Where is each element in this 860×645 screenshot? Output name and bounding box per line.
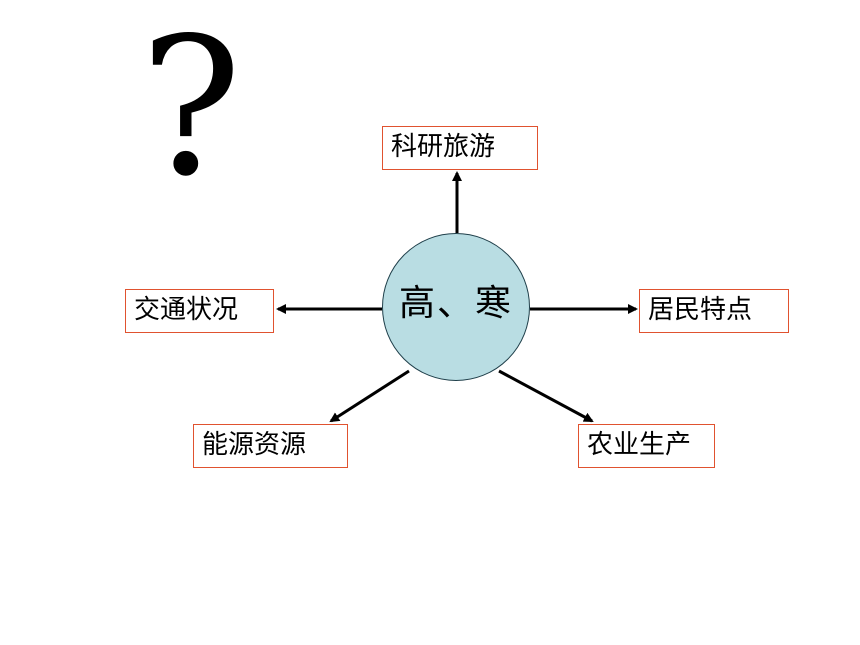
node-energy-resources: 能源资源 [193, 424, 348, 468]
arrow-to-bottom-right [498, 369, 594, 423]
node-research-tourism: 科研旅游 [382, 126, 538, 170]
node-agriculture: 农业生产 [578, 424, 715, 468]
question-mark: ? [140, 0, 242, 218]
arrow-to-bottom-left [329, 369, 410, 423]
node-residents: 居民特点 [639, 289, 789, 333]
node-transport: 交通状况 [125, 289, 274, 333]
center-node: 高、寒 [382, 233, 530, 381]
